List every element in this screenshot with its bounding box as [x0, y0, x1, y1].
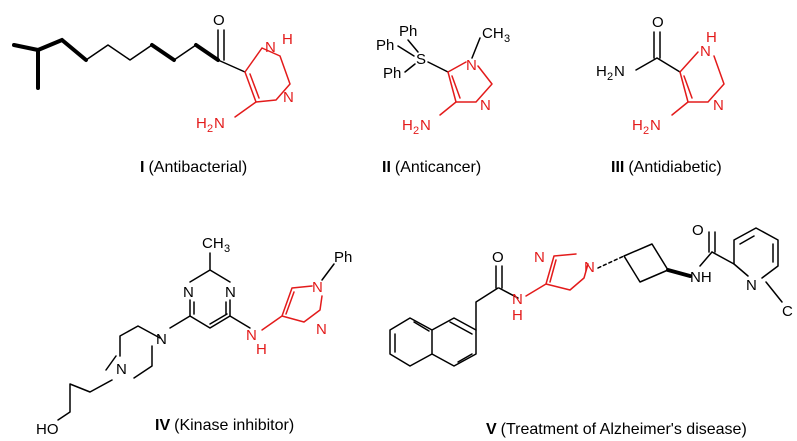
compound-ii-atom-amine-h: H [402, 117, 413, 134]
compound-v-numeral: V [486, 421, 497, 438]
compound-iv-atom-ph: Ph [334, 249, 352, 266]
compound-iv-pyrimidine-ring [189, 252, 231, 329]
compound-iv-imidazole-ring [261, 285, 323, 331]
compound-iv-label: (Kinase inhibitor) [174, 417, 294, 434]
compound-v-carbonyl-2 [708, 231, 716, 253]
compound-ii-atom-ph1: Ph [399, 23, 417, 40]
compound-v-atom-cl: C [782, 303, 793, 320]
compound-i-atom-amine-n: N [214, 115, 225, 132]
compound-iv: CH 3 N N N N HO N H N N Ph IV(Kinase inh… [36, 235, 352, 438]
compound-v-atom-py-n: N [746, 277, 757, 294]
compound-iii-label: (Antidiabetic) [628, 159, 721, 176]
compound-v-cyclobutane [623, 243, 669, 283]
compound-v-cl-bond [765, 281, 783, 303]
compound-i-numeral: I [140, 159, 144, 176]
compound-v-amide-2-bond [699, 251, 713, 267]
compound-v-atom-nh1-n: N [512, 291, 523, 308]
compound-v-caption: V(Treatment of Alzheimer's disease) [486, 421, 747, 438]
compound-ii-atom-methyl-sub: 3 [504, 33, 510, 45]
compound-iii-atom-amine-n: N [650, 117, 661, 134]
compound-iv-ph-bond [321, 263, 335, 281]
compound-i-atom-amine-sub: 2 [207, 123, 213, 135]
compound-ii-amine-bond [439, 101, 457, 116]
compound-ii-atom-s: S [416, 51, 426, 68]
compound-iii-atom-amide-sub: 2 [607, 71, 613, 83]
compound-v-ch2-bonds [475, 287, 499, 331]
compound-iv-hydroxyethyl-chain [57, 379, 113, 421]
compound-iv-caption: IV(Kinase inhibitor) [155, 417, 294, 434]
compound-ii-atom-ph3: Ph [383, 65, 401, 82]
compound-iv-atom-pym-n2: N [225, 284, 236, 301]
compound-v-wedge-bond [666, 268, 692, 278]
compound-i-label: (Antibacterial) [148, 159, 247, 176]
compound-i-carbonyl [217, 29, 246, 73]
compound-ii-atom-ph2: Ph [376, 37, 394, 54]
compound-iv-atom-pip-n2: N [116, 361, 127, 378]
compound-v-atom-imid-n1: N [534, 249, 545, 266]
compound-ii-methyl-bond [471, 37, 481, 59]
compound-i-caption: I(Antibacterial) [140, 159, 247, 176]
compound-iv-atom-methyl: CH [202, 235, 224, 252]
compound-v-amide-1-bond [498, 287, 519, 299]
compound-iii-atom-amide-n: N [614, 63, 625, 80]
compound-ii-atom-n1: N [466, 57, 477, 74]
compound-iv-nh-bond [229, 315, 251, 329]
compound-iii-numeral: III [611, 159, 624, 176]
compound-iii-atom-n: N [713, 97, 724, 114]
compound-iii-atom-o: O [652, 14, 664, 31]
compound-v-atom-o1: O [492, 249, 504, 266]
compound-iii-atom-amine-sub: 2 [643, 125, 649, 137]
compound-v-pyridine-link [711, 251, 735, 265]
compound-iv-atom-pip-n1: N [156, 331, 167, 348]
compound-iv-atom-methyl-sub: 3 [224, 243, 230, 255]
compound-i-atom-amine-h: H [196, 115, 207, 132]
compound-i-atom-nh: N [265, 39, 276, 56]
compound-iii-amine-bond [671, 101, 689, 116]
compound-v-atom-nh2: NH [690, 269, 712, 286]
compound-ii-atom-amine-n: N [420, 117, 431, 134]
compound-ii-atom-n2: N [480, 97, 491, 114]
compound-iii-atom-nh: N [700, 43, 711, 60]
compound-ii-s-bonds [397, 39, 449, 73]
compound-ii-numeral: II [382, 159, 391, 176]
compound-ii-label: (Anticancer) [395, 159, 481, 176]
compound-iii-atom-nh-h: H [706, 29, 717, 46]
compound-iv-atom-nh-h: H [256, 341, 267, 358]
compound-i-bold-bonds [12, 38, 220, 90]
compound-v-pyridine-ring [733, 227, 779, 279]
compound-ii: Ph Ph Ph S N N CH 3 H 2 N II(Anticancer) [376, 23, 510, 176]
compound-iv-atom-imid-n2: N [316, 321, 327, 338]
compound-ii-caption: II(Anticancer) [382, 159, 481, 176]
compound-v-atom-nh1-h: H [512, 307, 523, 324]
compound-iv-numeral: IV [155, 417, 170, 434]
compound-ii-atom-methyl: CH [482, 25, 504, 42]
compound-v-atom-o2: O [692, 222, 704, 239]
compound-iii-atom-amide-h: H [596, 63, 607, 80]
compound-iv-atom-ho: HO [36, 421, 59, 438]
compound-iv-atom-pym-n1: N [183, 284, 194, 301]
compound-v-atom-imid-n2: N [584, 259, 595, 276]
compound-i-atom-o: O [213, 12, 225, 29]
compound-iii-amide-bonds [635, 31, 681, 73]
compound-v-carbonyl-1 [495, 265, 503, 289]
compound-v-imidazole-ring [525, 253, 589, 297]
compound-iii: O H 2 N N H N H 2 N III (Antidiabetic) [596, 14, 725, 176]
compound-i-atom-n: N [283, 89, 294, 106]
compound-i-amine-bond [234, 101, 257, 118]
compound-iii-atom-amine-h: H [632, 117, 643, 134]
compound-iv-piperazine-ring [105, 315, 191, 379]
compound-iii-caption: III (Antidiabetic) [611, 159, 722, 176]
compound-i: O N H N H 2 N I(Antibacterial) [12, 12, 294, 176]
compound-v-hashed-bond [597, 255, 625, 269]
compound-iv-atom-imid-n1: N [312, 279, 323, 296]
compound-ii-atom-amine-sub: 2 [413, 125, 419, 137]
compound-i-atom-nh-h: H [282, 31, 293, 48]
compound-v: O N H N N NH O N C V(Treatment of Alzhei… [389, 222, 793, 438]
compound-v-label: (Treatment of Alzheimer's disease) [501, 421, 747, 438]
compound-iv-atom-nh-n: N [246, 327, 257, 344]
compound-v-naphthalene [389, 317, 477, 367]
